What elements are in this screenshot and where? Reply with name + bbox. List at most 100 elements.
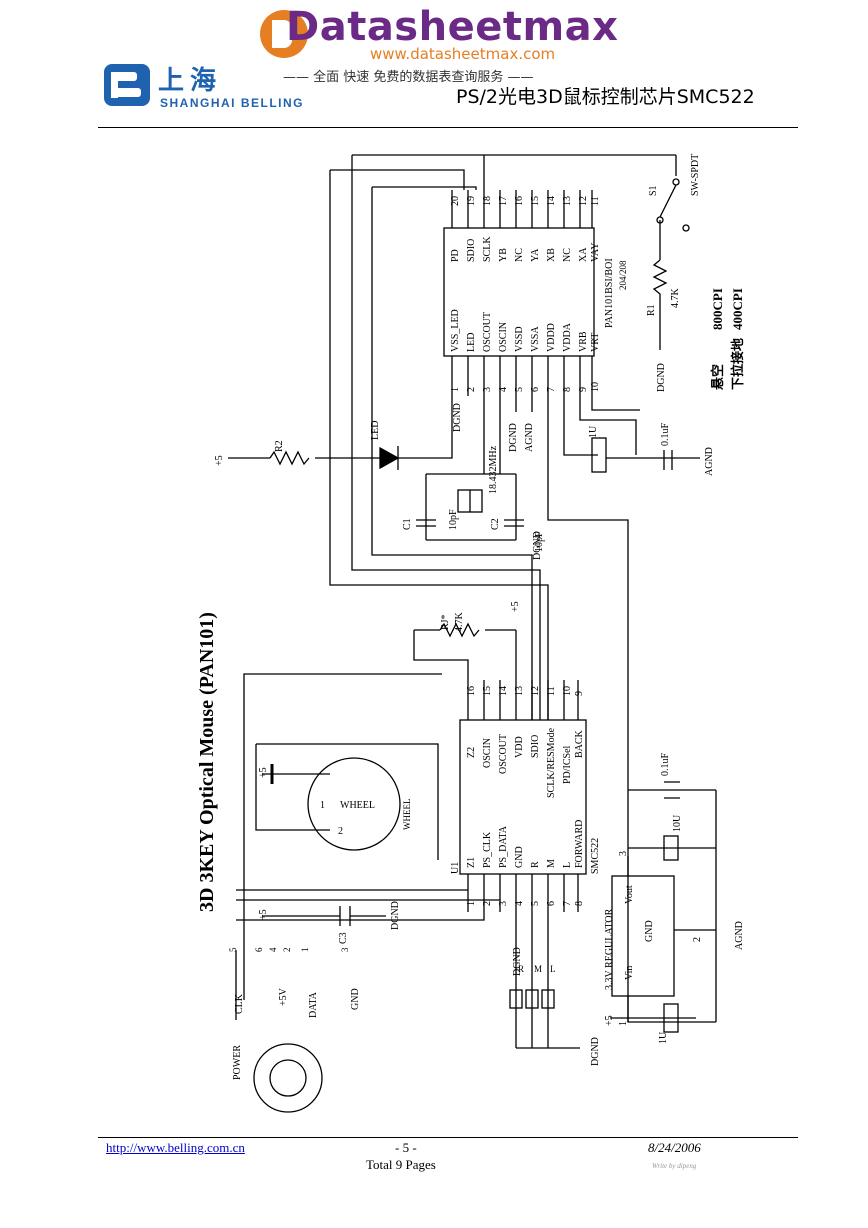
button-l-label: L bbox=[550, 964, 556, 974]
sensor-subpart: 204/208 bbox=[618, 260, 628, 290]
mcu-pin-name: PD/ICSel bbox=[562, 745, 573, 784]
cpi-line2-b: 400CPI bbox=[730, 288, 745, 330]
footer-total-pages: Total 9 Pages bbox=[366, 1157, 436, 1172]
switch-label: SW-SPDT bbox=[690, 154, 701, 196]
datasheetmax-name: Datasheetmax bbox=[286, 4, 619, 50]
sensor-pin-name: PD bbox=[450, 249, 461, 262]
sensor-pin-number: 12 bbox=[578, 196, 589, 206]
p5-label: +5 bbox=[604, 1015, 615, 1026]
sensor-pin-number: 16 bbox=[514, 196, 525, 206]
mcu-pin-number: 7 bbox=[562, 901, 573, 906]
sensor-pin-name: NC bbox=[562, 248, 573, 262]
belling-logo-chinese: 上海 bbox=[158, 66, 223, 96]
mcu-pin-name: VDD bbox=[514, 736, 525, 758]
sensor-pin-number: 5 bbox=[514, 387, 525, 392]
mcu-pin-number: 8 bbox=[574, 901, 585, 906]
connector-clk: CLK bbox=[234, 993, 245, 1014]
belling-logo-english: SHANGHAI BELLING bbox=[160, 96, 304, 110]
mcu-pin-number: 16 bbox=[466, 686, 477, 696]
agnd-label: AGND bbox=[704, 447, 715, 476]
mcu-pin-number: 10 bbox=[562, 686, 573, 696]
sensor-pin-number: 2 bbox=[466, 387, 477, 392]
sensor-pin-name: SCLK bbox=[482, 236, 493, 262]
footer-url-link[interactable]: http://www.belling.com.cn bbox=[106, 1140, 245, 1155]
wheel-pin1: 1 bbox=[320, 800, 325, 811]
mcu-pin-name: SDIO bbox=[530, 735, 541, 758]
footer-page-number: - 5 - bbox=[395, 1140, 417, 1155]
connector-pin: 4 bbox=[268, 947, 278, 952]
sensor-pin-name: NC bbox=[514, 248, 525, 262]
mcu-pin-name: BACK bbox=[574, 729, 585, 758]
crystal-label: 18.432MHz bbox=[488, 445, 499, 494]
mcu-pin-name: L bbox=[562, 862, 573, 868]
sensor-pin-name: LED bbox=[466, 333, 477, 352]
p5-label: +5 bbox=[214, 455, 225, 466]
sensor-right-pin-names: PD SDIO SCLK YB NC YA XB NC XA VAY bbox=[450, 236, 601, 262]
c2-value: 10pF bbox=[534, 531, 545, 552]
cap-01u-reg-label: 0.1uF bbox=[660, 753, 671, 777]
sensor-pin-name: VDDD bbox=[546, 323, 557, 352]
footer-author: Write by dipeng bbox=[652, 1162, 697, 1170]
wheel-pin2: 2 bbox=[338, 826, 343, 837]
datasheetmax-url: www.datasheetmax.com bbox=[370, 45, 556, 63]
dgnd-label: DGND bbox=[508, 423, 519, 452]
mcu-ic-body bbox=[459, 719, 587, 875]
c2-label: C2 bbox=[490, 518, 501, 530]
sensor-pin-number: 11 bbox=[590, 196, 601, 206]
sensor-pin-number: 18 bbox=[482, 196, 493, 206]
mcu-part-number: SMC522 bbox=[590, 838, 601, 874]
regulator-body bbox=[611, 875, 675, 997]
s1-label: S1 bbox=[648, 185, 659, 196]
connector-pin: 1 bbox=[300, 948, 310, 953]
sensor-pin-number: 17 bbox=[498, 196, 509, 206]
r1-label: R1 bbox=[646, 304, 657, 316]
sensor-pin-name: VSSA bbox=[530, 326, 541, 352]
sensor-pin-number: 20 bbox=[450, 196, 461, 206]
regulator-label: 3.3V REGULATOR bbox=[604, 908, 615, 990]
sensor-pin-name: YB bbox=[498, 248, 509, 262]
sensor-pin-name: SDIO bbox=[466, 239, 477, 262]
sensor-pin-number: 14 bbox=[546, 196, 557, 206]
sensor-right-pin-numbers: 20 19 18 17 16 15 14 13 12 11 bbox=[450, 196, 601, 206]
sensor-left-pin-numbers: 1 2 3 4 5 6 7 8 9 10 bbox=[450, 382, 601, 392]
wheel-center-label: WHEEL bbox=[340, 800, 375, 811]
sensor-left-pin-names: VSS_LED LED OSCOUT OSCIN VSSD VSSA VDDD … bbox=[450, 309, 601, 352]
mcu-pin-name: OSCIN bbox=[482, 738, 493, 768]
datasheetmax-logo-icon bbox=[260, 10, 308, 58]
sensor-pin-number: 4 bbox=[498, 387, 509, 392]
p5-label: +5 bbox=[258, 909, 269, 920]
mcu-pin-number: 14 bbox=[498, 686, 509, 696]
p5-label: +5 bbox=[510, 601, 521, 612]
connector-pin: 6 bbox=[254, 947, 264, 952]
sensor-pin-number: 8 bbox=[562, 387, 573, 392]
sensor-pin-name: VSSD bbox=[514, 326, 525, 352]
regulator-pin1: 1 bbox=[618, 1021, 629, 1026]
datasheetmax-tagline: —— 全面 快速 免费的数据表查询服务 —— bbox=[283, 70, 534, 85]
r2-resistor bbox=[269, 450, 310, 466]
regulator-vout: Vout bbox=[624, 885, 635, 904]
sensor-pin-name: XB bbox=[546, 248, 557, 262]
mcu-pin-number: 6 bbox=[546, 901, 557, 906]
sensor-pin-number: 19 bbox=[466, 196, 477, 206]
sensor-pin-name: VSS_LED bbox=[450, 309, 461, 352]
sensor-pin-name: OSCOUT bbox=[482, 312, 493, 352]
mcu-pin-name: PS_CLK bbox=[482, 831, 493, 868]
regulator-gnd: GND bbox=[644, 920, 655, 942]
sensor-pin-name: OSCIN bbox=[498, 322, 509, 352]
connector-5v: +5V bbox=[278, 987, 289, 1006]
mcu-pin-name: FORWARD bbox=[574, 820, 585, 868]
mcu-pin-name: R bbox=[530, 861, 541, 868]
r1-value: 4.7K bbox=[670, 288, 681, 309]
sensor-pin-number: 1 bbox=[450, 387, 461, 392]
sensor-pin-number: 10 bbox=[590, 382, 601, 392]
agnd-label: AGND bbox=[524, 423, 535, 452]
cap-01u-label: 0.1uF bbox=[660, 423, 671, 447]
r2-label: R2 bbox=[274, 440, 285, 452]
sensor-pin-name: VRT bbox=[590, 333, 601, 352]
footer-divider bbox=[98, 1137, 798, 1138]
mcu-pin-name: SCLK/RESMode bbox=[546, 727, 557, 798]
sensor-pin-number: 9 bbox=[578, 387, 589, 392]
dgnd-label: DGND bbox=[390, 901, 401, 930]
button-r-label: R bbox=[518, 964, 524, 974]
header-divider bbox=[98, 127, 798, 128]
